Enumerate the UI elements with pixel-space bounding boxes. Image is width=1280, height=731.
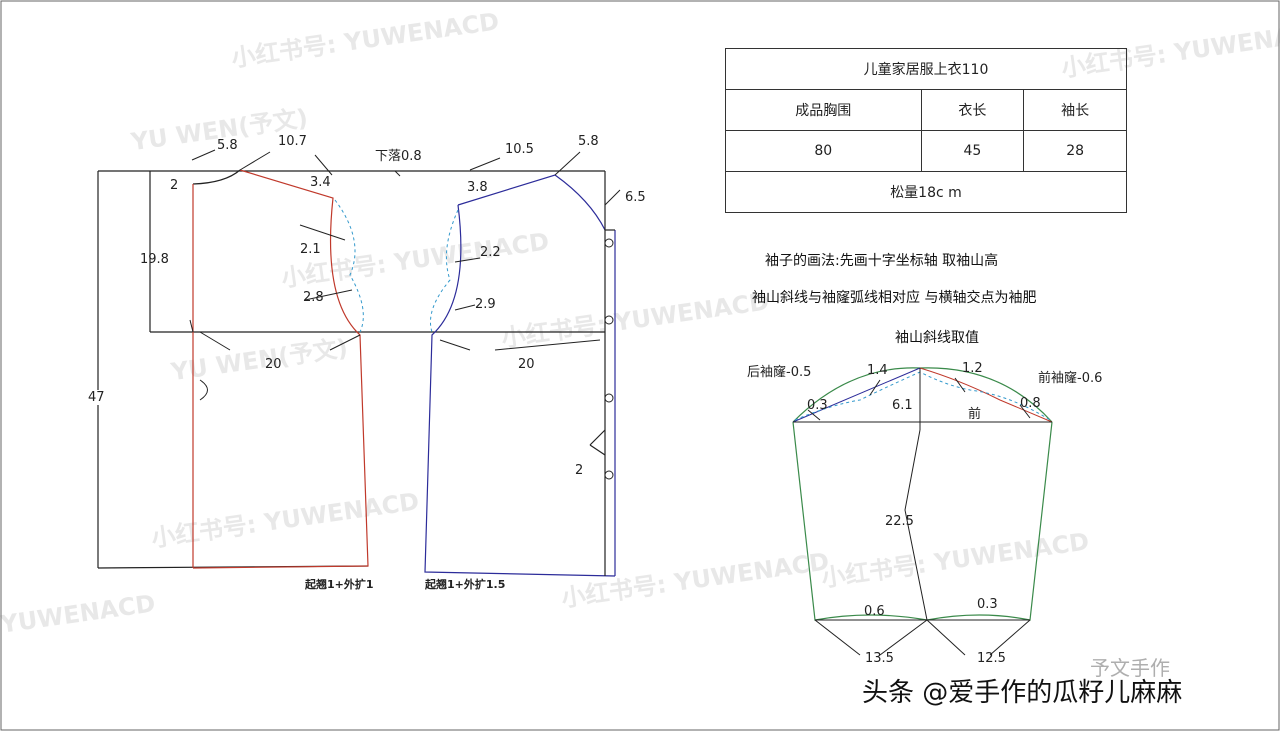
- wechat-watermark: 予文手作: [1090, 656, 1170, 680]
- dim-label: 22.5: [885, 514, 914, 529]
- value-length: 45: [920, 130, 1025, 172]
- note-line-3: 袖山斜线取值: [895, 330, 979, 346]
- back-guide-curve: [334, 199, 364, 333]
- front-hem-note: 起翘1+外扩1.5: [425, 578, 506, 591]
- dim-label: 20: [265, 357, 282, 372]
- dim-label: 13.5: [865, 651, 894, 666]
- dim-label: 1.4: [867, 363, 888, 378]
- dim-label: 2.9: [475, 297, 496, 312]
- note-line-1: 袖子的画法:先画十字坐标轴 取袖山高: [765, 253, 999, 269]
- dim-label: 2.2: [480, 245, 501, 260]
- dim-label: 19.8: [140, 252, 169, 267]
- front-guide-curve: [430, 209, 459, 333]
- dim-label: 10.7: [278, 134, 307, 149]
- dim-label: 6.5: [625, 190, 646, 205]
- dim-label: 2.8: [303, 290, 324, 305]
- front-cap-label: 前袖窿-0.6: [1038, 371, 1103, 386]
- note-line-2: 袖山斜线与袖窿弧线相对应 与横轴交点为袖肥: [752, 290, 1037, 306]
- dim-label: 2.1: [300, 242, 321, 257]
- dim-label: 12.5: [977, 651, 1006, 666]
- size-table: 儿童家居服上衣110 成品胸围 衣长 袖长 80 45 28 松量18c m: [725, 48, 1127, 213]
- dim-label: 10.5: [505, 142, 534, 157]
- front-label: 前: [968, 407, 982, 422]
- value-sleeve: 28: [1023, 130, 1127, 172]
- dim-label: 5.8: [578, 134, 599, 149]
- buttons: [604, 238, 614, 480]
- dim-label: 0.3: [807, 398, 828, 413]
- drop-label: 下落0.8: [375, 149, 422, 164]
- dim-label: 20: [518, 357, 535, 372]
- value-bust: 80: [725, 130, 922, 172]
- dim-label: 6.1: [892, 398, 913, 413]
- dim-label: 1.2: [962, 361, 983, 376]
- dim-label: 0.3: [977, 597, 998, 612]
- dim-label: 2: [170, 178, 179, 193]
- dim-label: 3.8: [467, 180, 488, 195]
- dim-label: 3.4: [310, 175, 331, 190]
- credit-text: 头条 @爱手作的瓜籽儿麻麻: [862, 678, 1183, 708]
- dim-label: 0.8: [1020, 396, 1041, 411]
- dim-label: 47: [88, 390, 105, 405]
- header-sleeve: 袖长: [1023, 89, 1127, 131]
- header-length: 衣长: [920, 89, 1025, 131]
- dim-label: 2: [575, 463, 584, 478]
- table-title: 儿童家居服上衣110: [725, 48, 1127, 90]
- front-outline: [424, 174, 616, 577]
- dim-label: 0.6: [864, 604, 885, 619]
- header-bust: 成品胸围: [725, 89, 922, 131]
- back-hem-note: 起翘1+外扩1: [305, 578, 374, 591]
- dim-label: 5.8: [217, 138, 238, 153]
- table-footer: 松量18c m: [725, 171, 1127, 213]
- back-cap-label: 后袖窿-0.5: [747, 365, 812, 380]
